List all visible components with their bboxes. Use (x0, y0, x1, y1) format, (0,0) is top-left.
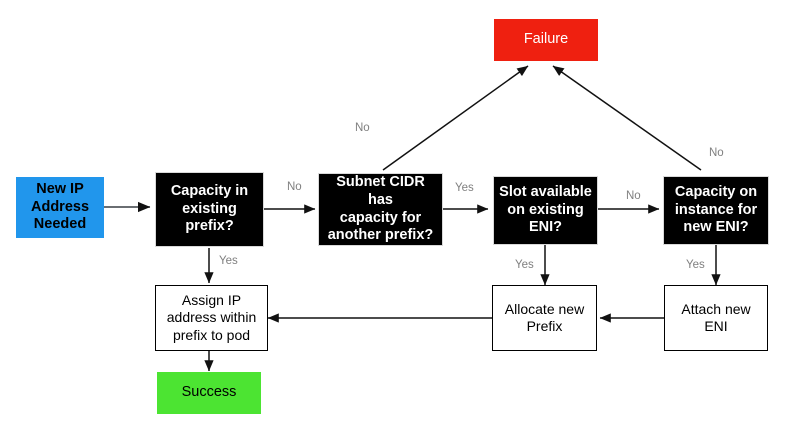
edge-subnet-cidr-to-failure (382, 65, 529, 171)
edge-label-no-cap-instance-failure: No (709, 147, 724, 159)
node-slot-available-on-existing-eni[interactable]: Slot available on existing ENI? (493, 176, 598, 245)
node-capacity-on-instance-for-new-eni[interactable]: Capacity on instance for new ENI? (663, 176, 769, 245)
node-success[interactable]: Success (157, 372, 261, 414)
edge-label-no-cap-prefix: No (287, 181, 302, 193)
node-assign-ip-address-within-prefix-to-pod[interactable]: Assign IP address within prefix to pod (155, 285, 268, 351)
node-subnet-cidr-has-capacity[interactable]: Subnet CIDR has capacity for another pre… (318, 173, 443, 246)
node-capacity-in-existing-prefix[interactable]: Capacity in existing prefix? (155, 172, 264, 247)
node-allocate-new-prefix[interactable]: Allocate new Prefix (492, 285, 597, 351)
node-attach-new-eni[interactable]: Attach new ENI (664, 285, 768, 351)
node-failure[interactable]: Failure (494, 19, 598, 61)
edge-label-yes-cap-prefix: Yes (219, 255, 238, 267)
edge-label-yes-subnet-cidr: Yes (455, 182, 474, 194)
edge-label-no-slot-eni: No (626, 190, 641, 202)
edge-cap-instance-to-failure (552, 65, 702, 171)
edge-label-yes-slot-eni: Yes (515, 259, 534, 271)
edge-label-no-subnet-cidr-failure: No (355, 122, 370, 134)
edge-label-yes-cap-instance: Yes (686, 259, 705, 271)
node-new-ip-address-needed[interactable]: New IP Address Needed (16, 177, 104, 238)
